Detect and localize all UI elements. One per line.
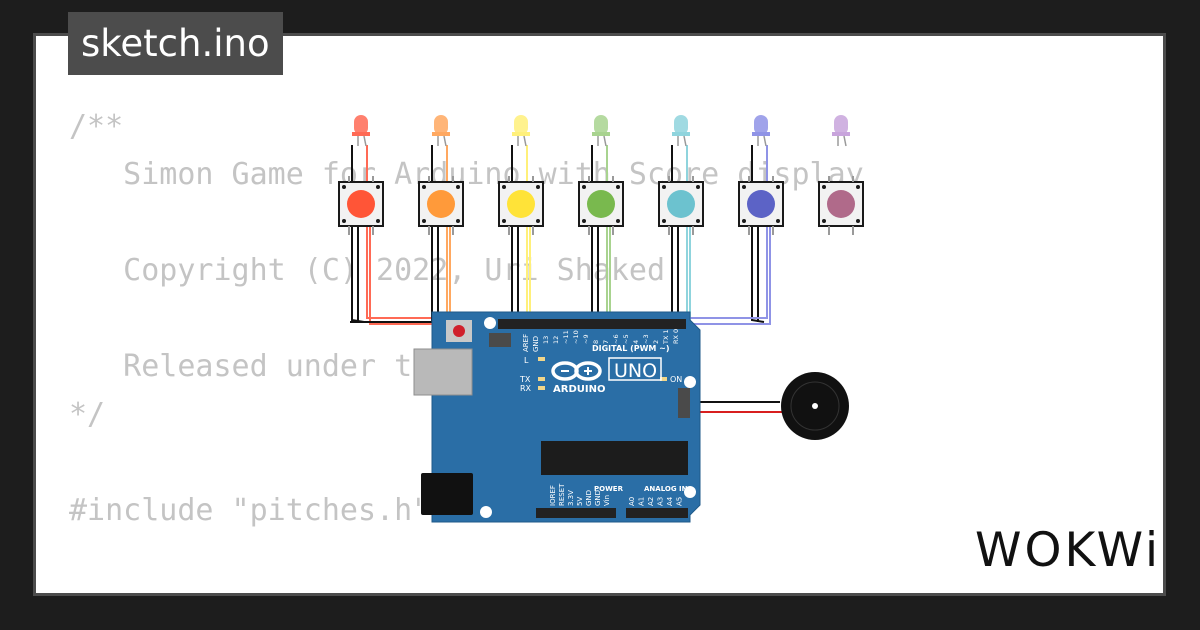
pushbutton-purple[interactable]: [818, 176, 864, 235]
button-signal-wire: [369, 225, 562, 325]
analog-pin-label: A2: [647, 497, 655, 506]
aref-label: AREF: [522, 334, 530, 352]
l-led-label: L: [524, 356, 529, 365]
analog-pin-label: A5: [676, 497, 684, 506]
mount-hole: [684, 376, 696, 388]
reset-button[interactable]: [453, 325, 465, 337]
digital-pin-label: 4: [632, 340, 640, 344]
uno-badge: [608, 357, 662, 381]
digital-pin-label: ~5: [622, 334, 630, 344]
digital-pin-label: 8: [592, 340, 600, 344]
digital-pin-label: 13: [542, 336, 550, 344]
pushbutton-cyan[interactable]: [658, 176, 704, 235]
rx-label: RX: [520, 384, 532, 393]
on-label: ON: [670, 375, 682, 384]
digital-pin-label: ~11: [562, 330, 570, 344]
pushbutton-yellow[interactable]: [498, 176, 544, 235]
digital-label: DIGITAL (PWM ~): [592, 344, 670, 353]
led-row: [352, 115, 850, 147]
power-pin-label: 3.3V: [567, 490, 575, 506]
digital-pin-label: ~10: [572, 330, 580, 344]
digital-header: [498, 319, 686, 329]
led-cyan[interactable]: [672, 115, 690, 147]
sketch-file-tab[interactable]: sketch.ino: [68, 12, 283, 75]
buzzer[interactable]: [781, 372, 849, 440]
icsp-header: [678, 388, 690, 418]
tx-led: [538, 377, 545, 381]
on-led: [660, 377, 667, 381]
mount-hole: [480, 506, 492, 518]
power-pin-label: RESET: [558, 483, 566, 506]
digital-pin-label: ~6: [612, 334, 620, 344]
power-pin-label: Vin: [603, 495, 611, 506]
l-led: [538, 357, 545, 361]
pushbutton-red[interactable]: [338, 176, 384, 235]
led-blue[interactable]: [752, 115, 770, 147]
power-header: [536, 508, 616, 518]
digital-pin-label: 2: [652, 340, 660, 344]
code-line: */: [69, 397, 106, 432]
tx-label: TX: [519, 375, 531, 384]
button-signal-wire: [529, 225, 582, 325]
code-line: #include "pitches.h": [69, 493, 431, 528]
analog-label: ANALOG IN: [644, 485, 688, 493]
analog-pin-label: A4: [666, 496, 674, 506]
code-line: /**: [69, 109, 124, 144]
mount-hole: [484, 317, 496, 329]
led-signal-wire: [526, 145, 579, 322]
digital-pin-label: TX 1: [662, 329, 670, 345]
pushbutton-orange[interactable]: [418, 176, 464, 235]
analog-pin-label: A0: [628, 497, 636, 506]
power-pin-label: IOREF: [549, 485, 557, 506]
digital-pin-label: 7: [602, 340, 610, 344]
led-red[interactable]: [352, 115, 370, 147]
led-yellow[interactable]: [512, 115, 530, 147]
analog-header: [626, 508, 688, 518]
digital-pin-label: ~9: [582, 334, 590, 344]
led-signal-wire: [446, 145, 569, 322]
power-pin-label: GND: [594, 490, 602, 506]
mount-hole: [684, 486, 696, 498]
led-green[interactable]: [592, 115, 610, 147]
microcontroller-chip: [541, 441, 688, 475]
analog-pin-label: A1: [638, 497, 646, 506]
power-pin-label: GND: [585, 490, 593, 506]
arduino-brand-label: ARDUINO: [553, 384, 605, 395]
led-purple[interactable]: [832, 115, 850, 147]
board-model-label: UNO: [614, 360, 657, 382]
pushbutton-blue[interactable]: [738, 176, 784, 235]
power-label: POWER: [594, 485, 624, 493]
rx-led: [538, 386, 545, 390]
digital-pin-label: RX 0: [672, 329, 680, 344]
digital-pin-label: 12: [552, 336, 560, 344]
pushbutton-green[interactable]: [578, 176, 624, 235]
code-line: /* Constants - define pin numbers for LE…: [69, 583, 864, 593]
icsp-header: [489, 333, 511, 347]
power-jack: [421, 473, 473, 515]
button-signal-wire: [602, 225, 691, 325]
digital-pin-label: ~3: [642, 334, 650, 344]
usb-connector: [413, 348, 473, 396]
led-orange[interactable]: [432, 115, 450, 147]
analog-pin-label: A3: [657, 497, 665, 506]
power-pin-label: 5V: [576, 497, 584, 506]
arduino-logo: [551, 361, 602, 381]
pushbutton-row: [338, 176, 864, 235]
gnd-label: GND: [532, 336, 540, 352]
led-signal-wire: [597, 145, 688, 322]
wokwi-logo: WOKWi: [975, 523, 1162, 578]
